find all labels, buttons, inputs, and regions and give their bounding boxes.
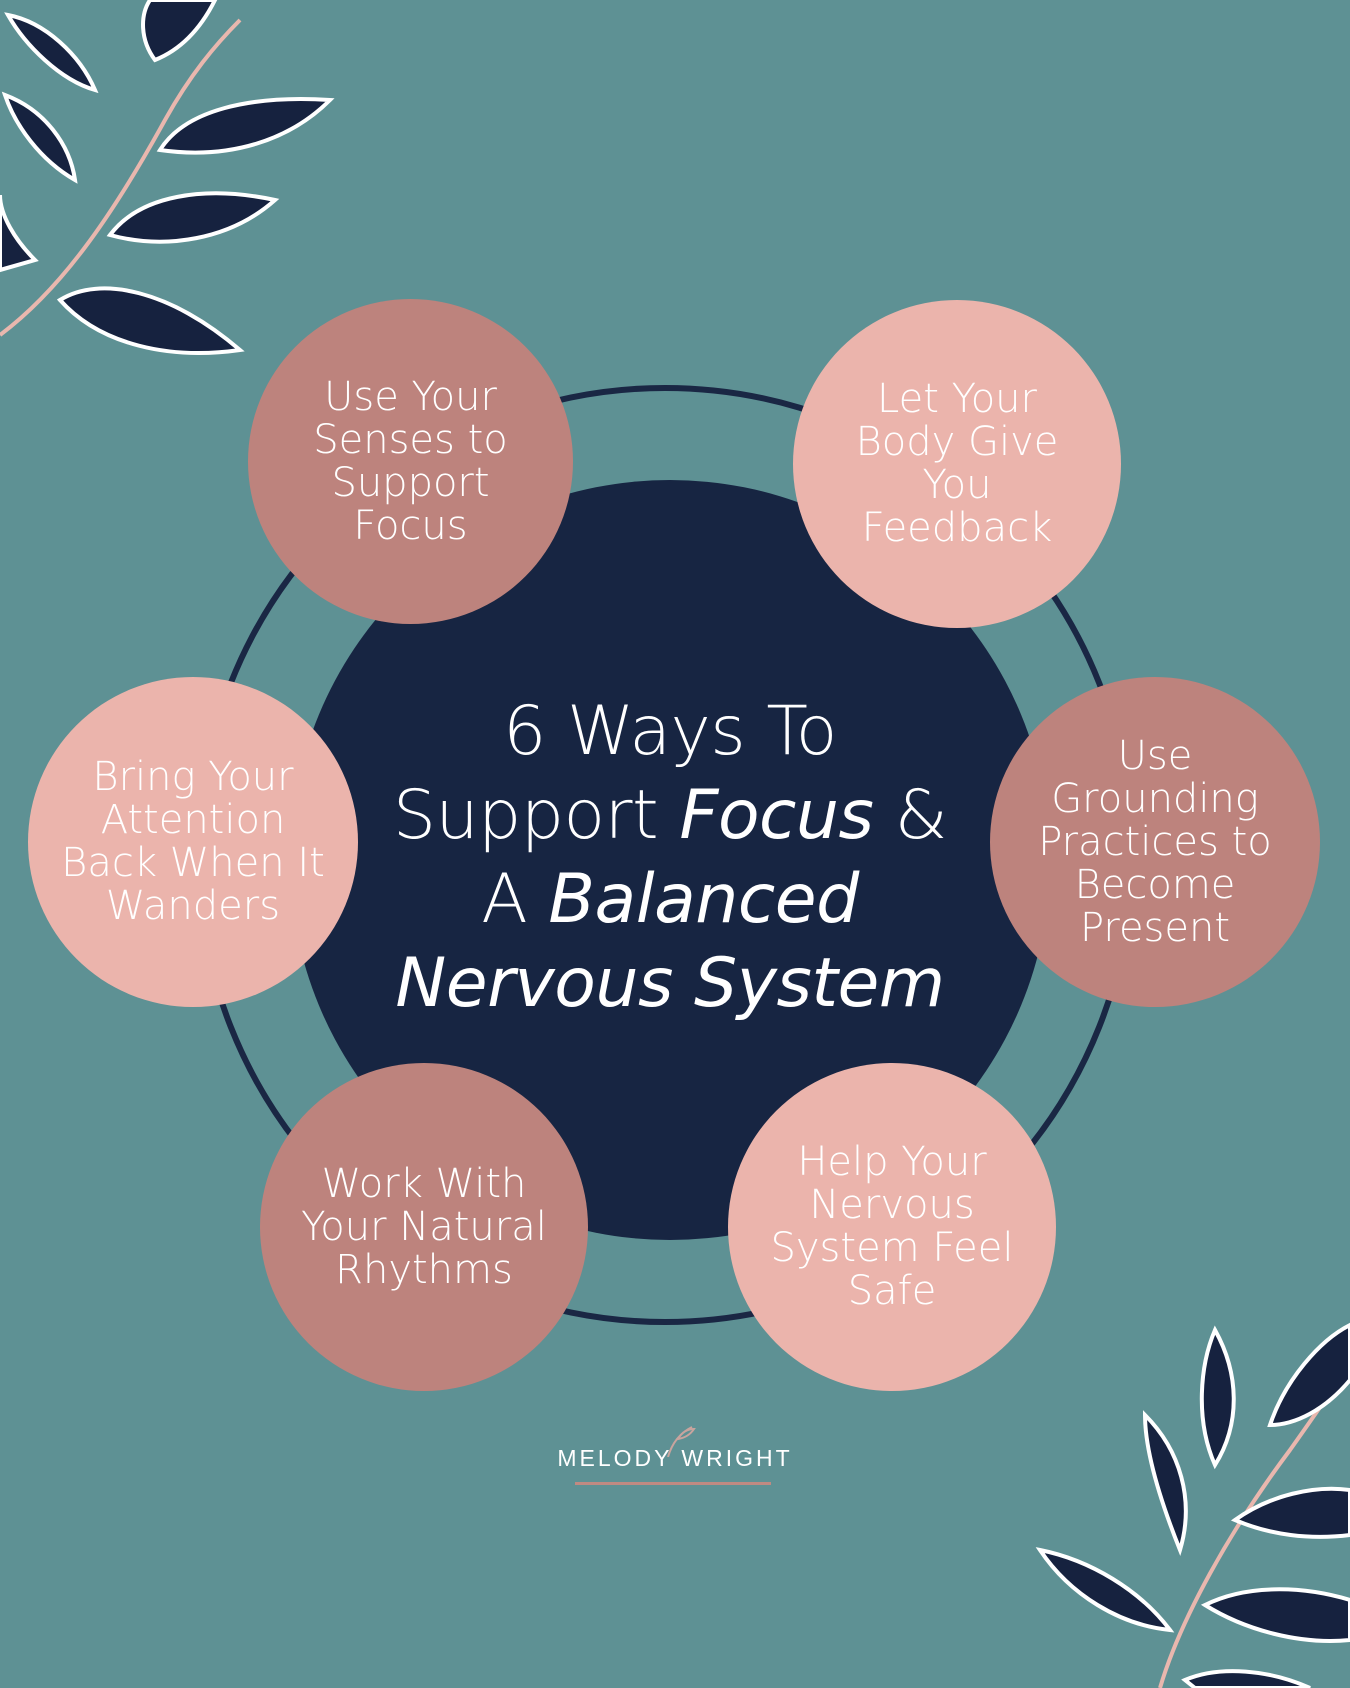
way-bubble-attention: Bring Your Attention Back When It Wander… (28, 677, 358, 1007)
leaf-branch-icon (0, 0, 335, 355)
title-line-3: A Balanced (481, 860, 859, 939)
way-label: Bring Your Attention Back When It Wander… (61, 754, 325, 929)
way-bubble-feel-safe: Help Your Nervous System Feel Safe (728, 1063, 1056, 1391)
way-label: Help Your Nervous System Feel Safe (770, 1139, 1014, 1314)
way-label: Let Your Body Give You Feedback (855, 376, 1059, 551)
way-bubble-rhythms: Work With Your Natural Rhythms (260, 1063, 588, 1391)
brand-underline (575, 1482, 771, 1485)
way-label: Work With Your Natural Rhythms (301, 1160, 547, 1293)
way-label: Use Grounding Practices to Become Presen… (1038, 732, 1272, 951)
way-bubble-body-feedback: Let Your Body Give You Feedback (793, 300, 1121, 628)
way-label: Use Your Senses to Support Focus (313, 373, 508, 549)
way-bubble-grounding: Use Grounding Practices to Become Presen… (990, 677, 1320, 1007)
title-line-4: Nervous System (395, 944, 945, 1023)
title-line-1: 6 Ways To (503, 692, 837, 771)
main-title: 6 Ways To Support Focus & A Balanced Ner… (350, 690, 990, 1026)
way-bubble-senses: Use Your Senses to Support Focus (248, 299, 573, 624)
leaf-branch-icon (1035, 1322, 1350, 1688)
sprig-icon (667, 1426, 696, 1457)
brand-logo: MELODY WRIGHT (557, 1445, 793, 1471)
title-line-2: Support Focus & (392, 776, 948, 855)
